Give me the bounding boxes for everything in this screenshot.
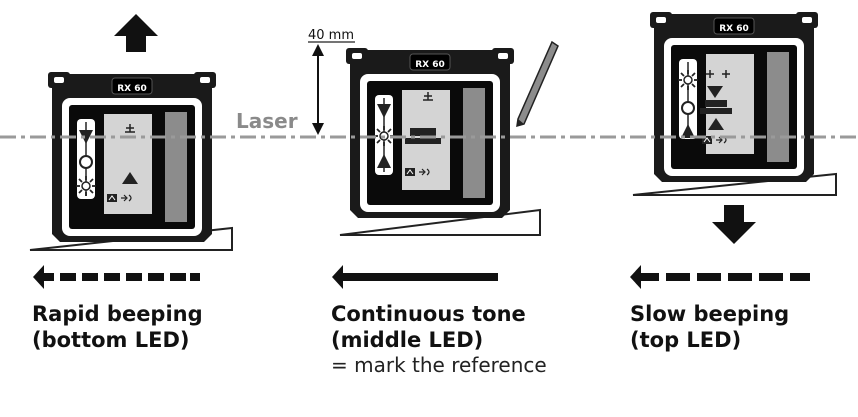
caption-slow-beeping: Slow beeping (top LED) [630,302,789,353]
caption-title: Rapid beeping [32,302,203,326]
caption-subtitle: (bottom LED) [32,327,190,352]
device-label-middle: RX 60 [415,60,445,70]
receiver-device-right: RX 60 [649,11,819,183]
distance-label: 40 mm [308,28,354,43]
device-label-right: RX 60 [719,24,749,34]
caption-rapid-beeping: Rapid beeping (bottom LED) [32,302,203,353]
continuous-tone-arrow-icon [332,265,498,289]
ground-wedge-right [632,172,837,196]
ground-wedge-middle [339,208,541,236]
caption-subtitle: (middle LED) [331,327,484,352]
caption-note: = mark the reference [331,353,547,378]
move-down-arrow-icon [712,205,756,244]
slow-beep-arrow-icon [630,265,810,289]
distance-dimension [308,41,355,135]
caption-subtitle: (top LED) [630,327,742,352]
receiver-device-left: RX 60 [47,71,217,243]
move-up-arrow-icon [114,14,158,52]
rapid-beep-arrow-icon [33,265,200,289]
receiver-device-middle: RX 60 [345,47,515,219]
device-label: RX 60 [117,84,147,94]
caption-title: Continuous tone [331,302,526,326]
pencil-icon [516,40,559,128]
laser-label: Laser [236,109,298,133]
caption-continuous-tone: Continuous tone (middle LED) = mark the … [331,302,547,378]
caption-title: Slow beeping [630,302,790,326]
